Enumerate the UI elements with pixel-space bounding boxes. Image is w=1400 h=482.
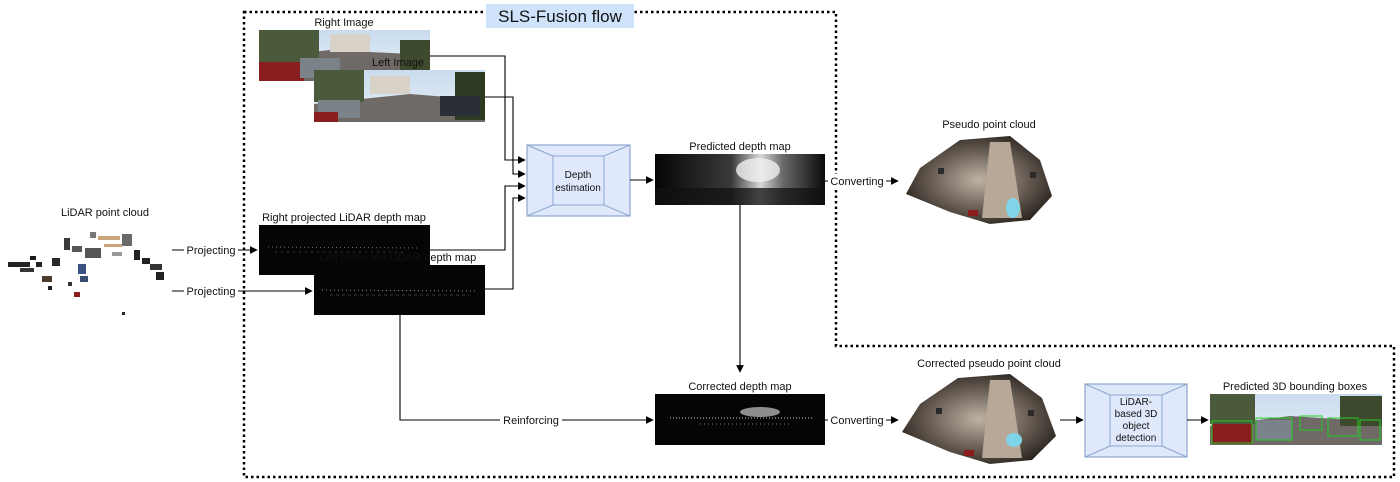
detector-line-1: LiDAR- (1120, 397, 1152, 408)
depth-estimation-block: Depth estimation (526, 144, 631, 217)
lidar-cloud-label: LiDAR point cloud (61, 207, 149, 219)
predicted-depth-map (655, 154, 825, 205)
flow-title: SLS-Fusion flow (498, 7, 622, 26)
detector-line-4: detection (1116, 433, 1157, 444)
left-image (314, 70, 485, 122)
edge-converting-bottom: Converting (830, 415, 883, 427)
arrow-right-image-to-depth (430, 55, 526, 164)
pseudo-point-cloud-image (906, 136, 1052, 224)
edge-reinforcing: Reinforcing (503, 415, 559, 427)
right-projected-label: Right projected LiDAR depth map (262, 212, 426, 224)
left-projected-label: Left projected LiDAR depth map (320, 252, 477, 264)
detector-line-2: based 3D (1115, 409, 1158, 420)
left-image-label: Left Image (372, 57, 424, 69)
right-image (259, 30, 430, 81)
predicted-depth-label: Predicted depth map (689, 141, 791, 153)
flow-title-background (486, 4, 634, 28)
edge-projecting-right: Projecting (187, 245, 236, 257)
edge-projecting-left: Projecting (187, 286, 236, 298)
lidar-point-cloud-image (8, 232, 164, 315)
depth-estimation-line-2: estimation (555, 183, 601, 194)
edge-converting-top: Converting (830, 176, 883, 188)
arrows (172, 55, 1209, 424)
corrected-depth-map (655, 394, 825, 445)
predicted-bounding-boxes-image (1210, 394, 1382, 445)
arrow-left-image-to-depth (485, 96, 526, 178)
pseudo-cloud-label: Pseudo point cloud (942, 119, 1036, 131)
predicted-boxes-label: Predicted 3D bounding boxes (1223, 381, 1368, 393)
corrected-depth-label: Corrected depth map (688, 381, 791, 393)
right-image-label: Right Image (314, 17, 373, 29)
corrected-pseudo-point-cloud-image (902, 374, 1056, 464)
arrow-right-proj-to-depth (430, 182, 526, 251)
detector-line-3: object (1123, 421, 1150, 432)
left-projected-depth-map (314, 265, 485, 315)
arrow-left-proj-to-depth (485, 194, 526, 290)
corrected-cloud-label: Corrected pseudo point cloud (917, 358, 1061, 370)
depth-estimation-line-1: Depth (565, 170, 592, 181)
arrow-reinforcing (399, 315, 654, 424)
lidar-3d-detection-block: LiDAR- based 3D object detection (1084, 383, 1188, 458)
